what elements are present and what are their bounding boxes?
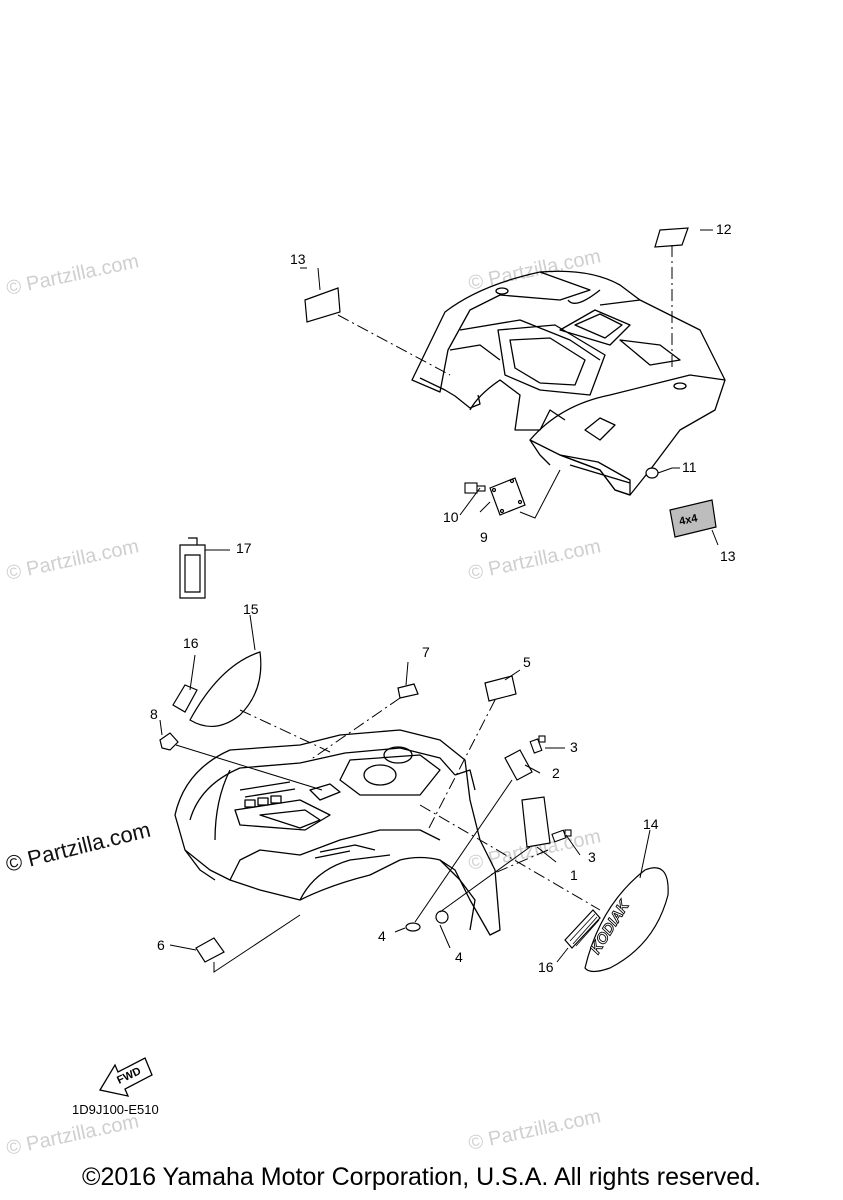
callout-14: 14 — [643, 816, 659, 832]
callout-10: 10 — [443, 509, 459, 525]
front-fender — [174, 729, 501, 936]
watermark: © Partzilla.com — [4, 535, 140, 585]
callout-11: 11 — [682, 459, 697, 475]
plate-2 — [504, 749, 533, 781]
fwd-arrow: FWD — [98, 1057, 153, 1097]
watermark: © Partzilla.com — [4, 1110, 140, 1160]
callout-16-right: 16 — [538, 959, 554, 975]
rear-fender — [411, 270, 726, 496]
callout-12: 12 — [716, 221, 732, 237]
rivet-3-bottom — [551, 829, 572, 843]
grommet-4-left — [405, 922, 421, 932]
callout-8: 8 — [150, 706, 158, 722]
callout-3-bottom: 3 — [588, 849, 596, 865]
callout-4-right: 4 — [455, 949, 463, 965]
watermark: © Partzilla.com — [466, 1105, 602, 1155]
decal-5 — [484, 675, 517, 702]
diagram-code: 1D9J100-E510 — [72, 1102, 159, 1117]
watermark-dark: © Partzilla.com — [3, 817, 153, 877]
decal-15 — [189, 651, 262, 727]
grommet-4-right — [435, 910, 449, 924]
callout-2: 2 — [552, 765, 560, 781]
leader-lines — [159, 229, 719, 973]
callout-1: 1 — [570, 867, 578, 883]
decal-13-4x4: 4x4 — [669, 499, 717, 538]
watermarks: © Partzilla.com © Partzilla.com © Partzi… — [3, 245, 603, 1160]
label-17 — [179, 537, 206, 599]
cap-8 — [159, 732, 179, 751]
rivet-10 — [464, 482, 486, 494]
decal-16-left — [172, 684, 198, 713]
watermark: © Partzilla.com — [4, 250, 140, 300]
callout-13-top: 13 — [290, 251, 306, 267]
callout-6: 6 — [157, 937, 165, 953]
callout-16-left: 16 — [183, 635, 199, 651]
callout-7: 7 — [422, 644, 430, 660]
callout-9: 9 — [480, 529, 488, 545]
callout-4-left: 4 — [378, 928, 386, 944]
decal-12 — [654, 227, 689, 248]
plate-9 — [489, 477, 526, 516]
callout-5: 5 — [523, 654, 531, 670]
decal-6 — [195, 937, 225, 963]
copyright-notice: ©2016 Yamaha Motor Corporation, U.S.A. A… — [82, 1163, 761, 1191]
decal-4x4-text: 4x4 — [678, 512, 699, 528]
decal-7 — [397, 683, 419, 699]
callouts: 1 2 3 3 4 4 5 6 7 8 9 10 11 12 13 13 14 … — [150, 221, 736, 975]
callout-13-bottom: 13 — [720, 548, 736, 564]
grommet-11 — [645, 467, 659, 479]
callout-3-top: 3 — [570, 739, 578, 755]
plate-1 — [521, 796, 551, 848]
decal-16-right — [564, 909, 601, 949]
decal-13-left — [304, 287, 341, 323]
rivet-3-top — [529, 735, 546, 754]
callout-17: 17 — [236, 540, 252, 556]
callout-15: 15 — [243, 601, 259, 617]
